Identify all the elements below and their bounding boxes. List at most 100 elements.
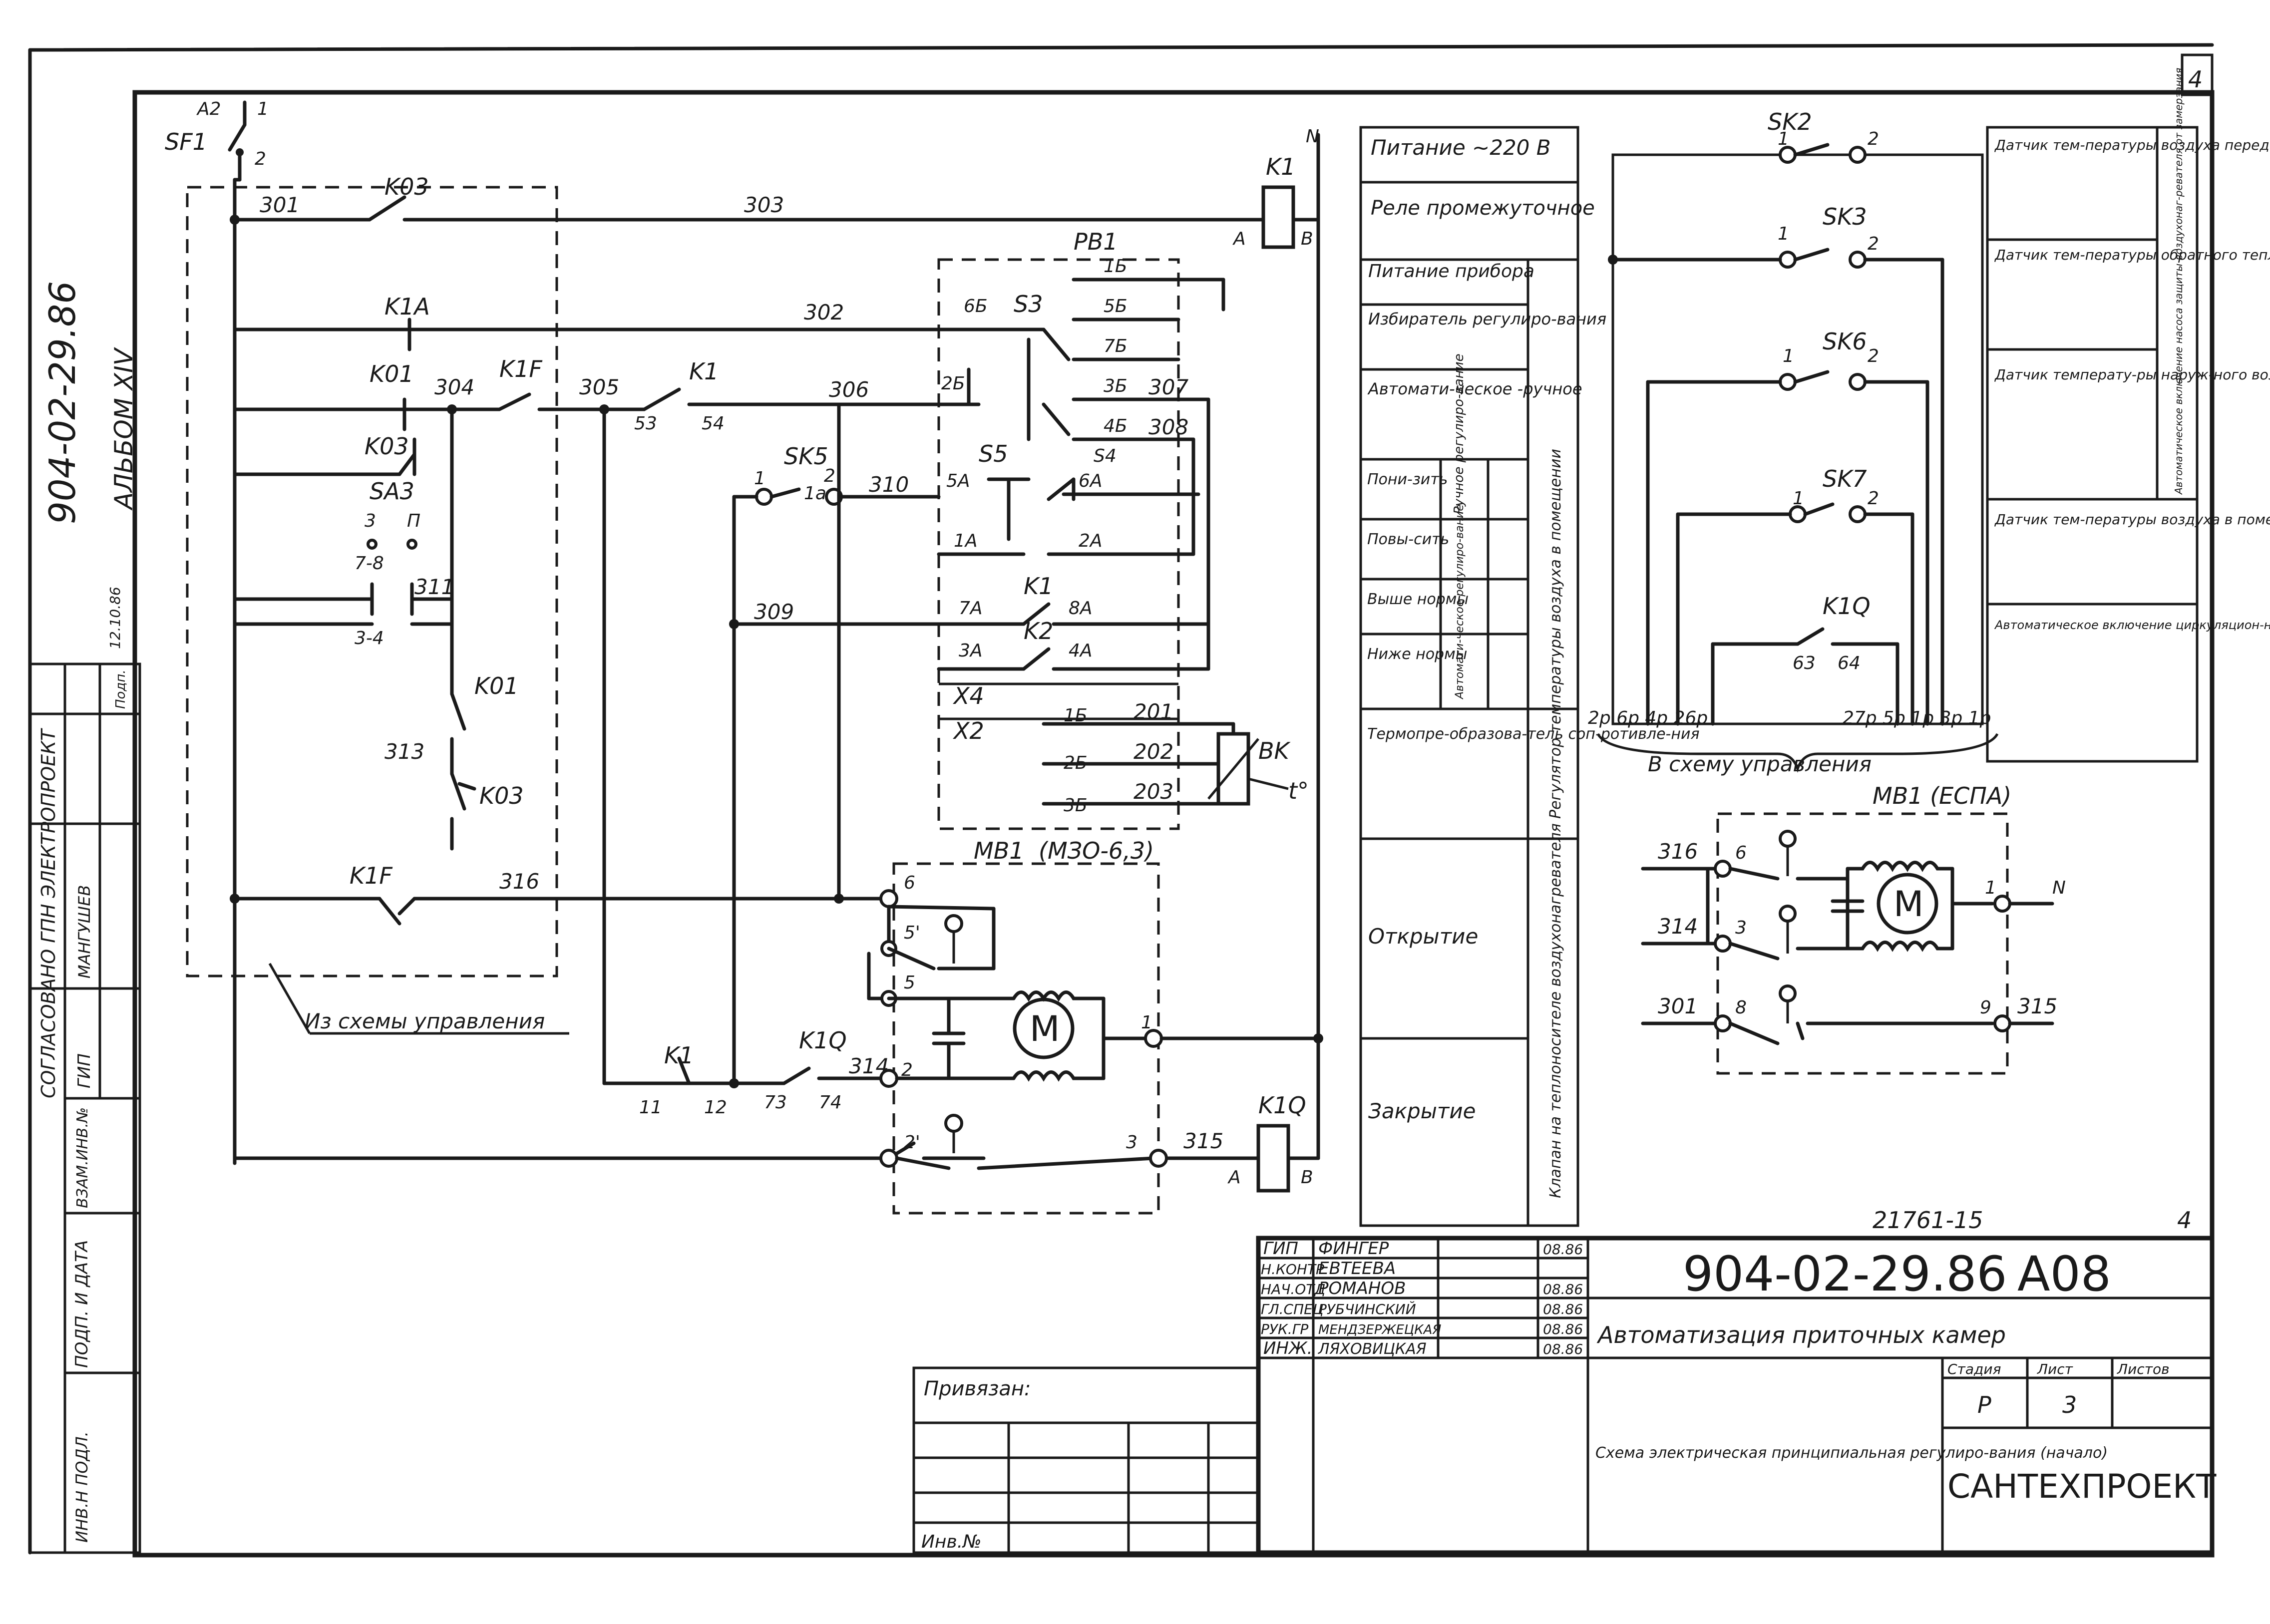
wire-302: 302 xyxy=(804,300,844,325)
r-bottom-right: 27р 5р 1р 3р 1р xyxy=(1843,708,1991,728)
right-legend: Датчик тем-пературы воздуха перед воздух… xyxy=(1986,68,2270,763)
bk-sensor xyxy=(1216,732,1250,806)
tb-role-3: ГЛ.СПЕЦ xyxy=(1261,1301,1324,1317)
r-sk7: SK7 xyxy=(1823,465,1867,492)
tb-name-5: ЛЯХОВИЦКАЯ xyxy=(1318,1340,1427,1358)
wire-311: 311 xyxy=(414,575,454,599)
contact-k03-mid: K03 xyxy=(365,433,409,460)
pb1-1a: 1А xyxy=(954,531,978,551)
relay-k1-coil xyxy=(1261,185,1295,249)
pb1-3b: 3Б xyxy=(1104,376,1128,396)
doc-code-vertical: 904-02-29.86 xyxy=(41,281,83,524)
espa-motor xyxy=(1877,873,1938,935)
wire-201: 201 xyxy=(1134,699,1173,724)
pb1-x2: X2 xyxy=(953,717,984,744)
contact-74: 74 xyxy=(819,1092,842,1113)
mb1-name: MB1 xyxy=(974,837,1024,864)
bk-name: BK xyxy=(1258,737,1291,764)
tb-stage: Р xyxy=(1977,1391,1991,1418)
r-to-control: В схему управления xyxy=(1648,752,1872,776)
pb1-x4: X4 xyxy=(953,682,984,709)
r-sk2: SK2 xyxy=(1768,108,1812,135)
mb1-t2p: 2' xyxy=(904,1132,920,1153)
contact-k1-bottom: K1 xyxy=(664,1042,694,1069)
contact-12: 12 xyxy=(704,1097,727,1118)
main-schematic: SF1 A2 1 2 301 K03 303 K1 A B N K1A 30 xyxy=(165,99,1323,1215)
legend-r8: Термопре-образова-тель соп-ротивле-ния xyxy=(1367,725,1700,743)
from-control-label: Из схемы управления xyxy=(305,1009,545,1033)
r-sk6: SK6 xyxy=(1823,328,1867,355)
tb-doc-suffix: А08 xyxy=(2017,1246,2111,1302)
tb-date-0: 08.86 xyxy=(1543,1241,1583,1258)
tb-name-1: ЕВТЕЕВА xyxy=(1318,1259,1396,1279)
pb1-1b: 1Б xyxy=(1104,256,1128,277)
stamp-vzam: ВЗАМ.ИНВ.№ xyxy=(74,1107,91,1208)
sf1-1: 1 xyxy=(257,99,269,119)
contact-k1f-low: K1F xyxy=(350,862,392,889)
wire-310: 310 xyxy=(869,472,909,497)
tb-date-4: 08.86 xyxy=(1543,1321,1583,1337)
r-sk3-t2: 2 xyxy=(1868,234,1879,254)
mb1-motor-m: M xyxy=(1030,1008,1060,1049)
relay-k1-a: A xyxy=(1232,229,1246,249)
rl-v: Автоматическое включение насоса защиты в… xyxy=(2173,68,2185,495)
wire-313: 313 xyxy=(384,739,424,764)
sf1-2: 2 xyxy=(255,149,266,169)
tb-drawing-title: Схема электрическая принципиальная регул… xyxy=(1595,1444,2108,1462)
rl-c: Датчик температу-ры наруж-ного воздуха xyxy=(1994,366,2270,383)
pb1-4b: 4Б xyxy=(1104,416,1128,436)
tb-inv: Инв.№ xyxy=(921,1532,982,1552)
tb-name-3: РУБЧИНСКИЙ xyxy=(1318,1300,1416,1317)
relay-k1q-b: B xyxy=(1301,1167,1313,1188)
bk-temp: t° xyxy=(1288,777,1309,804)
legend-v2: Клапан на теплоносителе воздухонагревате… xyxy=(1547,823,1564,1198)
r-bottom-left: 2р 6р 4р 26р xyxy=(1588,708,1708,728)
legend-r6a: Пони-зить xyxy=(1367,471,1448,488)
espa-t1: 1 xyxy=(1985,878,1996,898)
mb1-t6: 6 xyxy=(904,873,915,893)
espa-motor-m: M xyxy=(1893,884,1923,925)
sf1-a2: A2 xyxy=(196,99,221,119)
contact-k01: K01 xyxy=(370,360,414,387)
r-sk3: SK3 xyxy=(1823,203,1867,230)
espa-n: N xyxy=(2052,878,2066,898)
legend-r9: Открытие xyxy=(1368,924,1478,949)
sf1-label: SF1 xyxy=(165,128,207,155)
wire-308: 308 xyxy=(1148,415,1188,439)
espa-t3: 3 xyxy=(1735,918,1747,938)
tb-sheet-h: Лист xyxy=(2037,1361,2073,1377)
r-sk3-t1: 1 xyxy=(1778,224,1789,244)
pb1-2b: 2Б xyxy=(941,373,965,394)
bottom-sheet-mark: 4 xyxy=(2177,1207,2192,1234)
pb1-4a: 4А xyxy=(1069,641,1093,661)
wire-315: 315 xyxy=(1183,1129,1223,1153)
r-k1q: K1Q xyxy=(1823,593,1871,620)
pb1-6a: 6А xyxy=(1079,471,1103,491)
tb-name-4: МЕНДЗЕРЖЕЦКАЯ xyxy=(1318,1322,1441,1337)
pb1-7a: 7А xyxy=(959,598,983,619)
mb1-t2: 2 xyxy=(901,1060,913,1080)
legend-r2: Реле промежуточное xyxy=(1371,197,1595,220)
sa3-p: П xyxy=(407,511,420,531)
sk5-name: SK5 xyxy=(784,443,828,470)
mb1-t5p: 5' xyxy=(904,923,920,943)
contact-k1f-top: K1F xyxy=(499,355,542,382)
r-c64: 64 xyxy=(1838,653,1861,673)
contact-53: 53 xyxy=(634,413,657,434)
contact-k1a: K1A xyxy=(384,293,430,320)
pb1-5b: 5Б xyxy=(1104,296,1128,317)
espa-315: 315 xyxy=(2017,994,2057,1018)
rl-d: Датчик тем-пературы воздуха в помещении xyxy=(1994,511,2270,528)
stamp-inv: ИНВ.Н ПОДЛ. xyxy=(72,1431,91,1543)
legend-table: Питание ~220 В Реле промежуточное Питани… xyxy=(1359,126,1700,1227)
tb-role-0: ГИП xyxy=(1263,1239,1298,1259)
legend-r7c: Автомати-ческое регулиро-вание xyxy=(1454,504,1466,700)
tb-role-4: РУК.ГР xyxy=(1261,1321,1308,1337)
legend-r7a: Выше нормы xyxy=(1367,591,1469,608)
album-label: АЛЬБОМ XIV xyxy=(109,346,138,511)
stamp-agreed: СОГЛАСОВАНО ГПН ЭЛЕКТРОПРОЕКТ xyxy=(37,728,59,1098)
pb1-k1: K1 xyxy=(1024,573,1053,600)
wire-303: 303 xyxy=(744,193,784,217)
